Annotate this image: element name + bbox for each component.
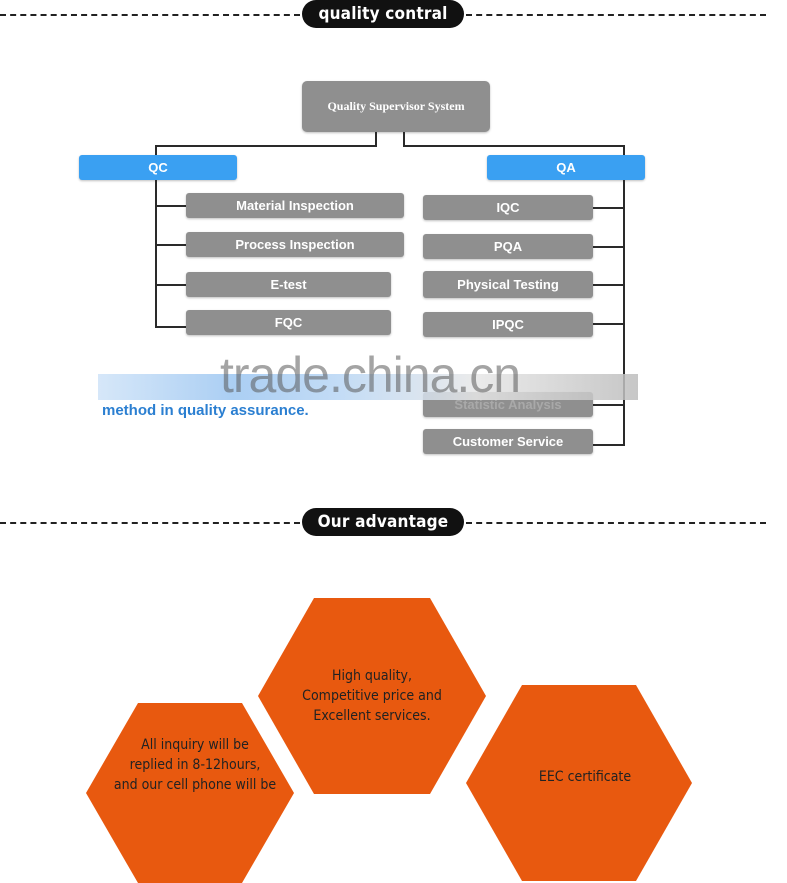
- header-divider-left: [0, 522, 300, 524]
- header-divider-left: [0, 14, 300, 16]
- connector: [623, 145, 625, 155]
- connector: [593, 284, 623, 286]
- advantage-left-text: All inquiry will be replied in 8-12hours…: [113, 737, 277, 793]
- watermark-text: trade.china.cn: [220, 347, 521, 403]
- qc-item-e-test: E-test: [186, 272, 391, 297]
- qa-item-physical-testing: Physical Testing: [423, 271, 593, 298]
- connector: [375, 132, 377, 146]
- connector: [155, 205, 186, 207]
- root-quality-supervisor-box: Quality Supervisor System: [302, 81, 490, 132]
- qc-item-process-inspection: Process Inspection: [186, 232, 404, 257]
- connector: [593, 444, 623, 446]
- qa-trunk: [623, 180, 625, 446]
- qa-item-pqa: PQA: [423, 234, 593, 259]
- connector: [155, 145, 157, 155]
- connector: [593, 246, 623, 248]
- qc-item-material-inspection: Material Inspection: [186, 193, 404, 218]
- quality-control-header: quality contral: [0, 0, 787, 30]
- qc-trunk: [155, 180, 157, 328]
- advantage-center-text: High quality, Competitive price and Exce…: [302, 668, 442, 724]
- connector: [155, 326, 186, 328]
- quality-control-title: quality contral: [302, 0, 464, 28]
- qc-item-fqc: FQC: [186, 310, 391, 335]
- our-advantage-title: Our advantage: [302, 508, 464, 536]
- qc-box: QC: [79, 155, 237, 180]
- our-advantage-header: Our advantage: [0, 508, 787, 538]
- hexagon-center: [258, 598, 486, 794]
- connector: [155, 284, 186, 286]
- qa-box: QA: [487, 155, 645, 180]
- advantage-right-text: EEC certificate: [538, 769, 632, 785]
- connector: [593, 404, 623, 406]
- connector: [155, 145, 377, 147]
- connector: [155, 244, 186, 246]
- qa-item-ipqc: IPQC: [423, 312, 593, 337]
- quality-assurance-note: method in quality assurance.: [102, 402, 309, 419]
- connector: [403, 145, 625, 147]
- connector: [403, 132, 405, 146]
- qa-item-iqc: IQC: [423, 195, 593, 220]
- connector: [593, 323, 623, 325]
- qa-item-customer-service: Customer Service: [423, 429, 593, 454]
- header-divider-right: [466, 522, 766, 524]
- header-divider-right: [466, 14, 766, 16]
- connector: [593, 207, 623, 209]
- blurred-banner: [98, 374, 638, 400]
